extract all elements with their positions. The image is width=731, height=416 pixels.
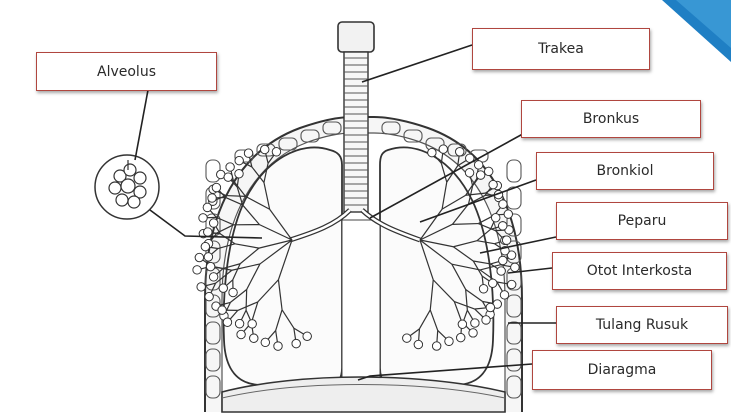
alveolus-sac: [492, 214, 500, 222]
label-alveolus: Alveolus: [36, 52, 217, 91]
alveolus-sac: [303, 332, 311, 340]
alveolus-sac: [504, 210, 512, 218]
bronchiole: [226, 196, 246, 197]
alveolus-sac: [497, 267, 505, 275]
alveolus-sac: [244, 149, 252, 157]
alveolus-sac: [499, 222, 507, 230]
label-bronkus: Bronkus: [521, 100, 701, 138]
alveolus-sac: [476, 171, 484, 179]
alveolus-sac: [235, 156, 243, 164]
alveolus-sac: [204, 253, 212, 261]
alveolus-sac: [199, 214, 207, 222]
alveolus-sac: [204, 228, 212, 236]
alveolus-sac: [499, 200, 507, 208]
alveolus-sac: [479, 285, 487, 293]
label-otot-interkosta: Otot Interkosta: [552, 252, 727, 290]
alveolus-sac: [250, 334, 258, 342]
alveolus-sac: [482, 316, 490, 324]
label-peparu: Peparu: [556, 202, 728, 240]
alveolus-sac: [274, 342, 282, 350]
alveolus-sac: [457, 333, 465, 341]
label-trakea: Trakea: [472, 28, 650, 70]
bronchiole: [452, 224, 478, 225]
alveolus-sac: [502, 236, 510, 244]
alveolus-sac: [224, 173, 232, 181]
alveolus-blob: [109, 182, 121, 194]
alveolus-sac: [474, 161, 482, 169]
alveolus-blob: [134, 172, 146, 184]
alveolus-sac: [212, 183, 220, 191]
alveolus-sac: [486, 303, 494, 311]
alveolus-sac: [292, 339, 300, 347]
alveolus-sac: [428, 148, 436, 156]
alveolus-sac: [235, 319, 243, 327]
alveolus-sac: [507, 280, 515, 288]
alveolus-sac: [272, 148, 280, 156]
alveolus-sac: [206, 262, 214, 270]
alveolus-sac: [237, 330, 245, 338]
alveolus-sac: [223, 318, 231, 326]
alveolus-sac: [209, 219, 217, 227]
alveolus-sac: [226, 163, 234, 171]
alveolus-sac: [489, 180, 497, 188]
trachea: [344, 52, 368, 212]
alveolus-sac: [248, 320, 256, 328]
alveolus-sac: [261, 338, 269, 346]
alveolus-sac: [500, 291, 508, 299]
alveolus-sac: [432, 342, 440, 350]
alveolus-sac: [445, 337, 453, 345]
alveolus-sac: [209, 273, 217, 281]
alveolus-blob: [121, 179, 135, 193]
alveolus-sac: [465, 169, 473, 177]
alveolus-sac: [414, 340, 422, 348]
alveolus-sac: [195, 253, 203, 261]
alveolus-sac: [218, 306, 226, 314]
label-diaragma: Diaragma: [532, 350, 712, 390]
label-bronkiol: Bronkiol: [536, 152, 714, 190]
rib-segment: [507, 160, 521, 182]
alveolus-sac: [229, 288, 237, 296]
alveolus-sac: [403, 334, 411, 342]
alveolus-sac: [469, 329, 477, 337]
alveolus-blob: [128, 196, 140, 208]
alveolus-sac: [456, 148, 464, 156]
alveolus-sac: [511, 263, 519, 271]
alveolus-sac: [489, 279, 497, 287]
alveolus-blob: [124, 164, 136, 176]
alveolus-sac: [203, 203, 211, 211]
alveolus-sac: [235, 170, 243, 178]
alveolus-sac: [201, 242, 209, 250]
larynx: [338, 22, 374, 52]
alveolus-sac: [193, 266, 201, 274]
alveolus-sac: [458, 320, 466, 328]
alveolus-sac: [261, 145, 269, 153]
alveolus-sac: [499, 256, 507, 264]
alveolus-sac: [485, 167, 493, 175]
alveolus-sac: [205, 292, 213, 300]
alveolus-sac: [439, 145, 447, 153]
alveolus-sac: [219, 284, 227, 292]
alveolus-sac: [197, 283, 205, 291]
label-tulang-rusuk: Tulang Rusuk: [556, 306, 728, 344]
alveolus-blob: [116, 194, 128, 206]
alveolus-sac: [208, 194, 216, 202]
alveolus-sac: [471, 319, 479, 327]
